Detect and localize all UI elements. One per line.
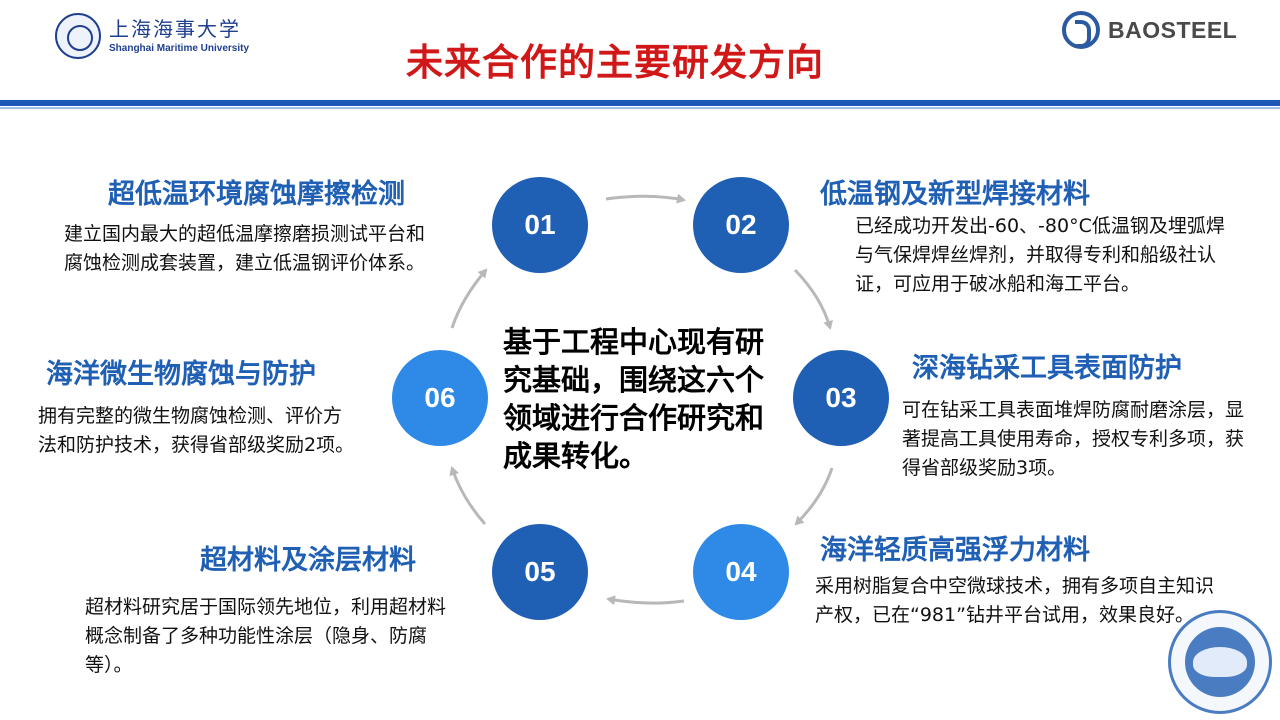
section-02-body: 已经成功开发出-60、-80°C低温钢及埋弧焊与气保焊焊丝焊剂，并取得专利和船级…: [855, 215, 1225, 295]
circle-04: 04: [693, 524, 789, 620]
arrow-04-05: [606, 595, 685, 606]
section-06-body: 拥有完整的微生物腐蚀检测、评价方法和防护技术，获得省部级奖励2项。: [38, 405, 355, 456]
circle-03: 03: [793, 350, 889, 446]
center-summary: 基于工程中心现有研究基础，围绕这六个领域进行合作研究和成果转化。: [503, 325, 765, 473]
section-01-body: 建立国内最大的超低温摩擦磨损测试平台和腐蚀检测成套装置，建立低温钢评价体系。: [64, 223, 426, 274]
smu-seal-icon: [55, 13, 101, 59]
arrow-01-02: [605, 193, 686, 204]
header-divider-thin: [0, 107, 1280, 109]
section-02-title: 低温钢及新型焊接材料: [820, 179, 1090, 210]
baosteel-logo: BAOSTEEL: [1062, 10, 1237, 50]
university-name-en: Shanghai Maritime University: [109, 43, 250, 54]
arrow-02-03: [793, 268, 834, 330]
engineering-center-seal-icon: [1168, 610, 1272, 714]
circle-02: 02: [693, 177, 789, 273]
section-06-title: 海洋微生物腐蚀与防护: [46, 359, 316, 390]
baosteel-mark-icon: [1062, 11, 1100, 49]
page-title: 未来合作的主要研发方向: [406, 41, 824, 84]
section-03-title: 深海钻采工具表面防护: [912, 353, 1182, 384]
header-divider: [0, 100, 1280, 106]
arrow-03-04: [794, 467, 834, 526]
smu-logo: 上海海事大学 Shanghai Maritime University: [55, 10, 249, 62]
university-name-cn: 上海海事大学: [109, 17, 241, 41]
section-03-body: 可在钻采工具表面堆焊防腐耐磨涂层，显著提高工具使用寿命，授权专利多项，获得省部级…: [902, 399, 1245, 479]
section-04-title: 海洋轻质高强浮力材料: [820, 535, 1090, 566]
circle-01: 01: [492, 177, 588, 273]
arrow-06-01: [450, 268, 488, 329]
circle-05: 05: [492, 524, 588, 620]
arrow-05-06: [449, 466, 487, 525]
section-04-body: 采用树脂复合中空微球技术，拥有多项自主知识产权，已在“981”钻井平台试用，效果…: [815, 575, 1215, 626]
circle-06: 06: [392, 350, 488, 446]
section-05-body: 超材料研究居于国际领先地位，利用超材料概念制备了多种功能性涂层（隐身、防腐等）。: [85, 596, 447, 676]
section-01-title: 超低温环境腐蚀摩擦检测: [108, 179, 405, 210]
section-05-title: 超材料及涂层材料: [200, 545, 416, 576]
baosteel-wordmark: BAOSTEEL: [1108, 16, 1238, 43]
